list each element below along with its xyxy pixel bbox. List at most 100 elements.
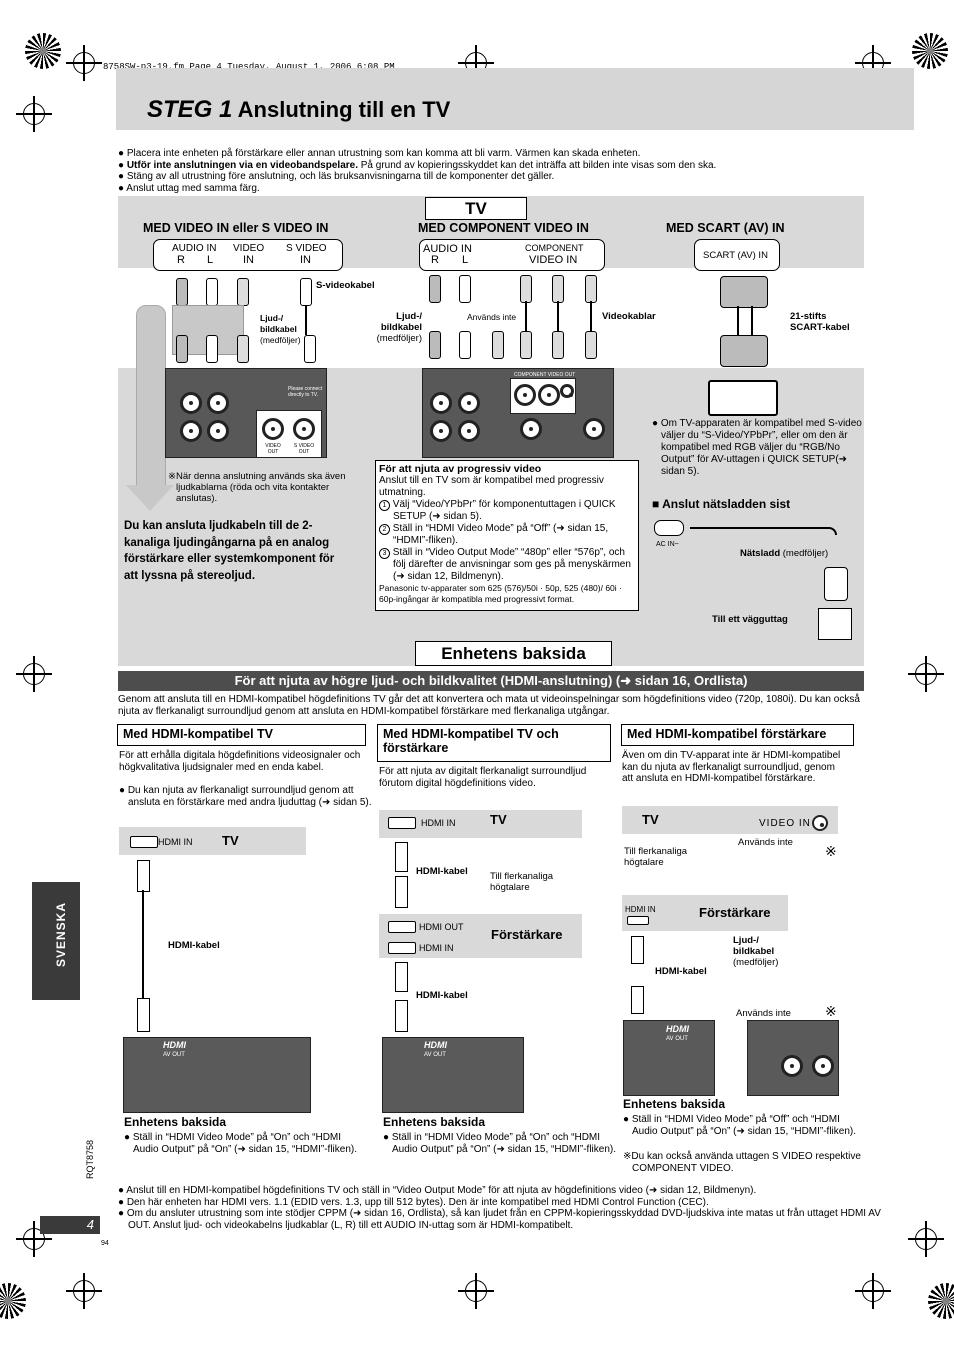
mains-heading: ■ Anslut nätsladden sist <box>652 497 791 511</box>
component-panel-label: COMPONENT VIDEO OUT <box>514 372 576 378</box>
component-plug <box>585 331 597 359</box>
language-tab: SVENSKA <box>32 882 80 1000</box>
registration-mark <box>16 96 52 132</box>
title-text: Anslutning till en TV <box>237 97 451 122</box>
component-plug <box>585 275 597 303</box>
registration-mark <box>66 45 102 81</box>
hdmi-plug <box>137 998 150 1032</box>
corner-mark-bl <box>0 1283 26 1319</box>
hdmi-out-label: HDMI OUT <box>419 922 464 932</box>
mains-cable-label: Nätsladd (medföljer) <box>740 548 829 559</box>
progressive-step: 2 Ställ in “HDMI Video Mode” på “Off” (➜… <box>379 523 635 547</box>
progressive-step: 1 Välj “Video/YPbPr” för komponentuttage… <box>379 499 635 523</box>
audio-out-jack <box>430 392 452 414</box>
hdmi-col1-rear-bullet: ● Ställ in “HDMI Video Mode” på “On” och… <box>124 1132 358 1155</box>
audio-plug-red <box>176 335 188 363</box>
video-out-jack <box>262 418 284 440</box>
av-out-label: AV OUT <box>666 1036 688 1042</box>
hdmi-col1-rear: Enhetens baksida <box>124 1115 227 1129</box>
hdmi-cable-label: HDMI-kabel <box>416 990 468 1001</box>
registration-mark <box>908 1221 944 1257</box>
hdmi-plug <box>631 986 644 1014</box>
hdmi-col2-heading: Med HDMI-kompatibel TV och förstärkare <box>377 724 611 762</box>
hdmi-plug <box>395 1000 408 1032</box>
col2-audio-cable-label: Ljud-/ bildkabel(medföljer) <box>376 311 422 344</box>
wall-socket-label: Till ett vägguttag <box>712 614 788 625</box>
hdmi-cable-label: HDMI-kabel <box>168 940 220 951</box>
video-in-jack <box>812 815 828 831</box>
title-band <box>116 68 914 130</box>
col3-audio-cable-label: Ljud-/ bildkabel(medföljer) <box>733 935 779 968</box>
col3-jack-box: SCART (AV) IN <box>694 239 780 271</box>
video-plug-yellow <box>237 278 249 306</box>
audio-out-jack <box>430 420 452 442</box>
col2-jack-box: AUDIO IN R L COMPONENT VIDEO IN <box>419 239 605 271</box>
hdmi-col3-rear: Enhetens baksida <box>623 1097 726 1111</box>
rear-unit <box>123 1037 311 1113</box>
hdmi-in-port <box>388 942 416 954</box>
audio-plug <box>429 331 441 359</box>
intro-bullet: ● Utför inte anslutningen via en videoba… <box>118 159 717 171</box>
hdmi-in-port <box>627 916 649 925</box>
scart-cable <box>737 306 753 336</box>
file-header: 8758SW-p3-19.fm Page 4 Tuesday, August 1… <box>103 62 395 72</box>
component-plug <box>520 275 532 303</box>
corner-mark-tl <box>25 33 61 69</box>
col1-jack-box: AUDIO IN R L VIDEO IN S VIDEO IN <box>153 239 343 271</box>
intro-bullet: ● Placera inte enheten på förstärkare el… <box>118 148 641 159</box>
registration-mark <box>66 1273 102 1309</box>
intro-bullets: ● Placera inte enheten på förstärkare el… <box>118 148 898 194</box>
registration-mark <box>16 656 52 692</box>
progressive-title: För att njuta av progressiv video <box>379 463 542 475</box>
hdmi-cable-label: HDMI-kabel <box>655 966 707 977</box>
hdmi-cable-line <box>142 890 144 998</box>
footer-bullet: ● Om du ansluter utrustning som inte stö… <box>118 1208 881 1231</box>
panel-note: Please connect directly to TV. <box>288 386 323 398</box>
component-out-jack <box>514 384 536 406</box>
hdmi-col3-note: ※Du kan också använda uttagen S VIDEO re… <box>623 1151 861 1174</box>
amp-device-label: Förstärkare <box>699 905 771 920</box>
mains-plug <box>824 567 848 601</box>
title-step: STEG 1 <box>147 96 233 123</box>
hdmi-in-label: HDMI IN <box>158 837 193 847</box>
col1-note: ※När denna anslutning används ska även l… <box>168 471 346 504</box>
audio-plug-white <box>206 278 218 306</box>
audio-out-jack <box>458 392 480 414</box>
component-cable-line <box>525 301 527 331</box>
hdmi-plug <box>631 936 644 964</box>
col2-heading: MED COMPONENT VIDEO IN <box>418 221 589 235</box>
svideo-out-jack <box>812 1055 834 1077</box>
audio-plug <box>459 331 471 359</box>
video-plug-yellow <box>237 335 249 363</box>
registration-mark <box>908 656 944 692</box>
hdmi-cable-label: HDMI-kabel <box>416 866 468 877</box>
video-out-jack <box>781 1055 803 1077</box>
small-number: 94 <box>101 1240 109 1247</box>
hdmi-in-label: HDMI IN <box>421 818 456 828</box>
audio-plug <box>429 275 441 303</box>
intro-bullet: ● Anslut uttag med samma färg. <box>118 182 260 194</box>
tv-device-label: TV <box>490 812 507 827</box>
audio-out-jack <box>458 420 480 442</box>
rear-unit <box>382 1037 524 1113</box>
tv-device-label: TV <box>222 833 239 848</box>
jack-label-video-out: VIDEO OUT <box>265 443 281 455</box>
tv-bar <box>622 806 838 834</box>
hdmi-col1-bullet: ● Du kan njuta av flerkanaligt surroundl… <box>119 785 372 808</box>
hdmi-in-label: HDMI IN <box>625 905 656 914</box>
page-title: STEG 1 Anslutning till en TV <box>147 96 450 124</box>
svideo-cable-label: S-videokabel <box>316 280 375 291</box>
down-arrow-head <box>126 485 174 511</box>
audio-plug-red <box>176 278 188 306</box>
video-out-jack <box>520 418 542 440</box>
hdmi-logo: HDMI <box>163 1040 186 1050</box>
hdmi-logo: HDMI <box>424 1040 447 1050</box>
scart-plug <box>720 276 768 308</box>
audio-out-jack <box>180 420 202 442</box>
rear-unit <box>623 1020 715 1096</box>
scart-socket <box>708 380 778 416</box>
col1-audio-cable-label: Ljud-/ bildkabel(medföljer) <box>260 313 301 345</box>
unused-top-label: Används inte <box>738 837 793 848</box>
av-out-label: AV OUT <box>163 1052 185 1058</box>
hdmi-plug <box>395 962 408 992</box>
